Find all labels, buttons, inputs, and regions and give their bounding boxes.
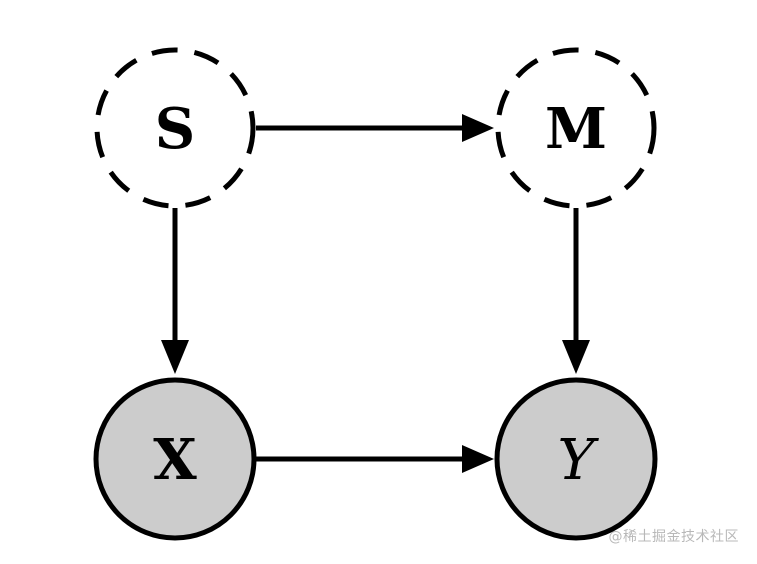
arrowhead-s-to-x — [161, 340, 189, 374]
node-y-circle — [494, 377, 658, 541]
node-y-label: Y — [558, 428, 600, 493]
node-x: X — [93, 377, 257, 541]
node-m: M — [495, 47, 657, 209]
node-y: Y — [494, 377, 658, 541]
node-s-label: S — [155, 96, 195, 162]
edges — [161, 114, 590, 473]
node-m-label: M — [545, 96, 607, 162]
node-s: S — [94, 47, 256, 209]
node-x-label: X — [153, 427, 197, 493]
node-s-circle — [94, 47, 256, 209]
arrowhead-x-to-y — [462, 445, 494, 473]
node-m-circle — [495, 47, 657, 209]
arrowhead-s-to-m — [462, 114, 494, 142]
watermark-text: @稀土掘金技术社区 — [608, 529, 739, 545]
arrowhead-m-to-y — [562, 340, 590, 374]
node-x-circle — [93, 377, 257, 541]
